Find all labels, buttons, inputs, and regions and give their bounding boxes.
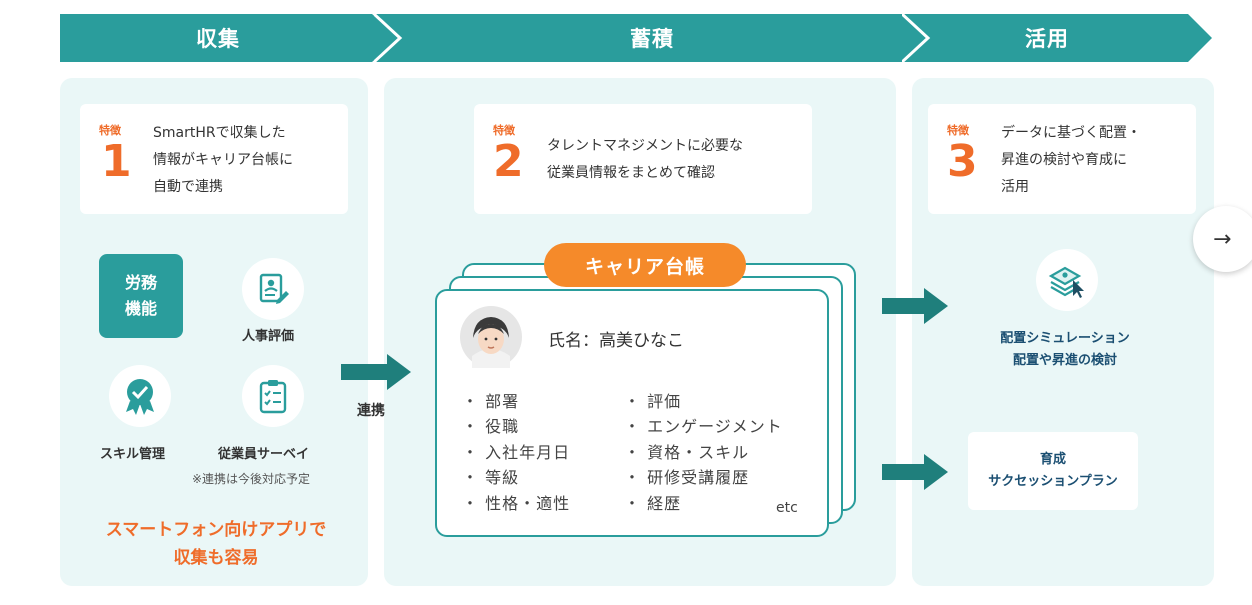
etc-label: etc [776, 500, 798, 516]
simulation-text: 配置シミュレーション 配置や昇進の検討 [970, 328, 1160, 372]
mobile-line-1: スマートフォン向けアプリで [105, 520, 327, 540]
feature-1-text: SmartHRで収集した 情報がキャリア台帳に 自動で連携 [153, 120, 293, 201]
feature-2-line-2: 従業員情報をまとめて確認 [547, 165, 715, 181]
labor-line-1: 労務 [124, 273, 157, 292]
feature-2-tag: 特徴 [493, 124, 515, 137]
feature-2-number: 2 [493, 136, 524, 187]
layered-profiles-icon [1048, 266, 1084, 298]
left-item-personality: ・ 性格・適性 [462, 494, 571, 513]
skill-icon-circle [109, 365, 171, 427]
integration-note: ※連携は今後対応予定 [192, 472, 311, 486]
stage-accumulate-shape [374, 14, 930, 62]
stage-collect-label: 収集 [196, 27, 240, 51]
person-name: 氏名：高美ひなこ [548, 331, 684, 351]
labor-function-box: 労務 機能 [99, 254, 183, 338]
simulation-line-2: 配置や昇進の検討 [1012, 353, 1117, 368]
succession-box: 育成 サクセッションプラン [968, 432, 1138, 510]
mobile-app-text: スマートフォン向けアプリで 収集も容易 [84, 516, 348, 572]
career-ledger-title: キャリア台帳 [544, 243, 746, 287]
stage-collect-shape [60, 14, 400, 62]
badge-check-icon [126, 379, 154, 415]
arrow-right-icon: → [1213, 226, 1232, 252]
skill-management-label: スキル管理 [100, 447, 166, 462]
feature-2-text: タレントマネジメントに必要な 従業員情報をまとめて確認 [547, 133, 743, 187]
stage-utilize-label: 活用 [1025, 27, 1069, 51]
feature-1-line-1: SmartHRで収集した [153, 125, 286, 141]
right-item-engagement: ・ エンゲージメント [624, 417, 783, 436]
stage-collect-bar: 収集 [60, 14, 400, 62]
feature-1-line-2: 情報がキャリア台帳に [153, 152, 293, 168]
feature-3-line-1: データに基づく配置・ [1001, 125, 1141, 141]
feature-1-tag: 特徴 [99, 124, 121, 137]
feature-3-number: 3 [947, 136, 978, 187]
clipboard-checklist-icon [259, 380, 287, 414]
feature-3-card [928, 104, 1196, 214]
left-item-position: ・ 役職 [462, 417, 520, 436]
right-item-evaluation: ・ 評価 [624, 392, 682, 411]
feature-1-line-3: 自動で連携 [153, 179, 223, 195]
right-item-career-history: ・ 経歴 [624, 494, 682, 513]
left-item-hire-date: ・ 入社年月日 [462, 443, 571, 462]
left-item-grade: ・ 等級 [462, 468, 520, 487]
link-label: 連携 [357, 403, 385, 419]
right-item-qualifications: ・ 資格・スキル [624, 443, 750, 462]
simulation-icon-circle [1036, 249, 1098, 311]
feature-3-tag: 特徴 [947, 124, 969, 137]
feature-3-line-2: 昇進の検討や育成に [1001, 152, 1127, 168]
simulation-line-1: 配置シミュレーション [1000, 331, 1130, 346]
employee-survey-label: 従業員サーベイ [218, 447, 310, 462]
succession-line-1: 育成 [1039, 452, 1066, 467]
arrow-to-succession [882, 454, 948, 490]
mobile-line-2: 収集も容易 [173, 548, 259, 568]
feature-2-line-1: タレントマネジメントに必要な [547, 138, 743, 154]
hr-evaluation-icon-circle [242, 258, 304, 320]
link-arrow [341, 354, 411, 390]
person-avatar [460, 306, 522, 368]
profile-edit-icon [259, 273, 289, 304]
arrow-to-simulation [882, 288, 948, 324]
feature-3-text: データに基づく配置・ 昇進の検討や育成に 活用 [1001, 120, 1141, 201]
feature-1-card [80, 104, 348, 214]
labor-line-2: 機能 [124, 299, 157, 318]
stage-utilize-shape [902, 14, 1212, 62]
stage-utilize-bar: 活用 [902, 14, 1212, 62]
succession-line-2: サクセッションプラン [988, 474, 1118, 489]
stage-accumulate-bar: 蓄積 [374, 14, 930, 62]
hr-evaluation-label: 人事評価 [242, 329, 295, 344]
next-slide-button[interactable]: → [1193, 206, 1252, 272]
survey-icon-circle [242, 365, 304, 427]
feature-1-number: 1 [101, 136, 132, 187]
left-item-department: ・ 部署 [462, 392, 520, 411]
stage-accumulate-label: 蓄積 [630, 27, 674, 51]
right-item-training: ・ 研修受講履歴 [624, 468, 750, 487]
feature-3-line-3: 活用 [1001, 179, 1029, 195]
feature-2-card [474, 104, 812, 214]
